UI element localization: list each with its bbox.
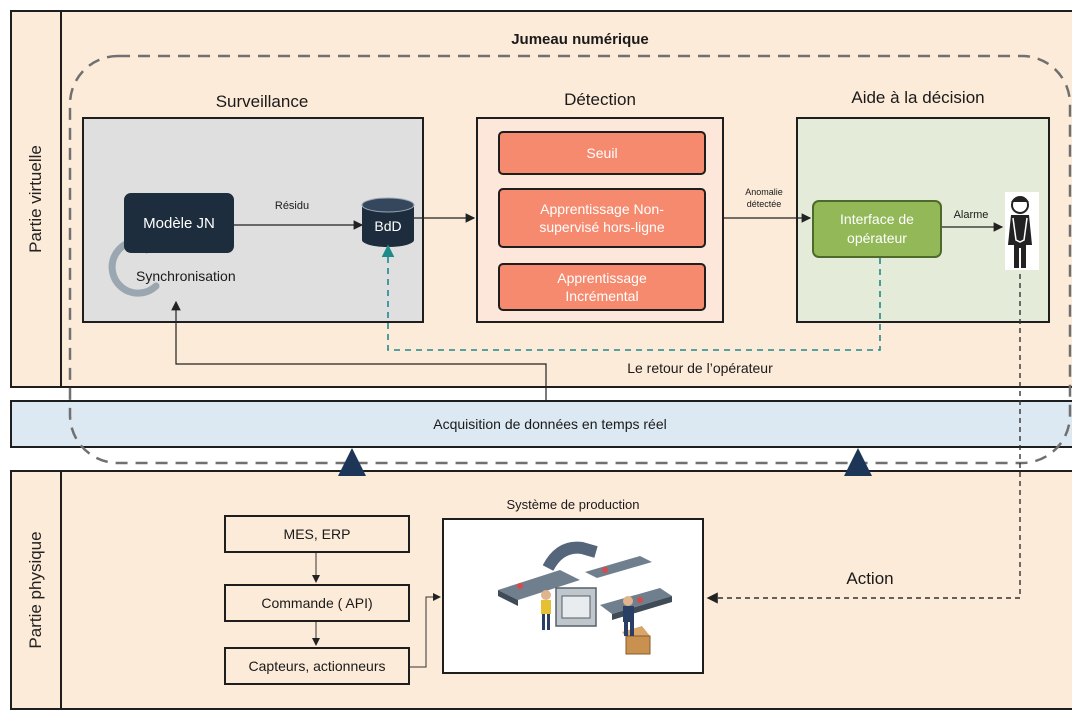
physical-side-column: Partie physique (12, 472, 62, 708)
digital-twin-title: Jumeau numérique (511, 31, 649, 48)
commande-api-box: Commande ( API) (224, 584, 410, 622)
residu-label: Résidu (274, 200, 310, 212)
decision-support-title: Aide à la décision (851, 88, 985, 107)
database-icon (361, 197, 415, 247)
action-arrow (706, 274, 1021, 604)
threshold-method-box: Seuil (498, 131, 706, 175)
operator-feedback-arrow (381, 244, 881, 351)
digital-twin-model-box: Modèle JN (124, 193, 234, 253)
alarm-label: Alarme (953, 209, 989, 221)
acquisition-to-model-arrow (171, 300, 547, 400)
digital-twin-frame (68, 54, 1072, 465)
sync-label: Synchronisation (136, 268, 236, 284)
operator-icon (1005, 192, 1039, 270)
acquisition-bar: Acquisition de données en temps réel (10, 400, 1072, 448)
unsupervised-offline-method-box: Apprentissage Non-supervisé hors-ligne (498, 188, 706, 248)
action-label: Action (846, 569, 894, 588)
surveillance-title: Surveillance (215, 92, 309, 111)
incremental-method-box: Apprentissage Incrémental (498, 263, 706, 311)
capteurs-to-production-arrow (410, 593, 441, 668)
mes-erp-box: MES, ERP (224, 515, 410, 553)
operator-feedback-label: Le retour de l’opérateur (627, 360, 773, 376)
database-label: BdD (374, 218, 402, 234)
capteurs-actionneurs-box: Capteurs, actionneurs (224, 647, 410, 685)
virtual-side-column: Partie virtuelle (12, 12, 62, 386)
production-line-icon (498, 541, 672, 655)
operator-interface-box: Interface de opérateur (812, 200, 942, 258)
production-system-label: Système de production (506, 497, 640, 512)
detection-title: Détection (564, 90, 636, 109)
anomaly-label: Anomalie détectée (745, 187, 783, 209)
acquisition-label: Acquisition de données en temps réel (433, 416, 667, 432)
